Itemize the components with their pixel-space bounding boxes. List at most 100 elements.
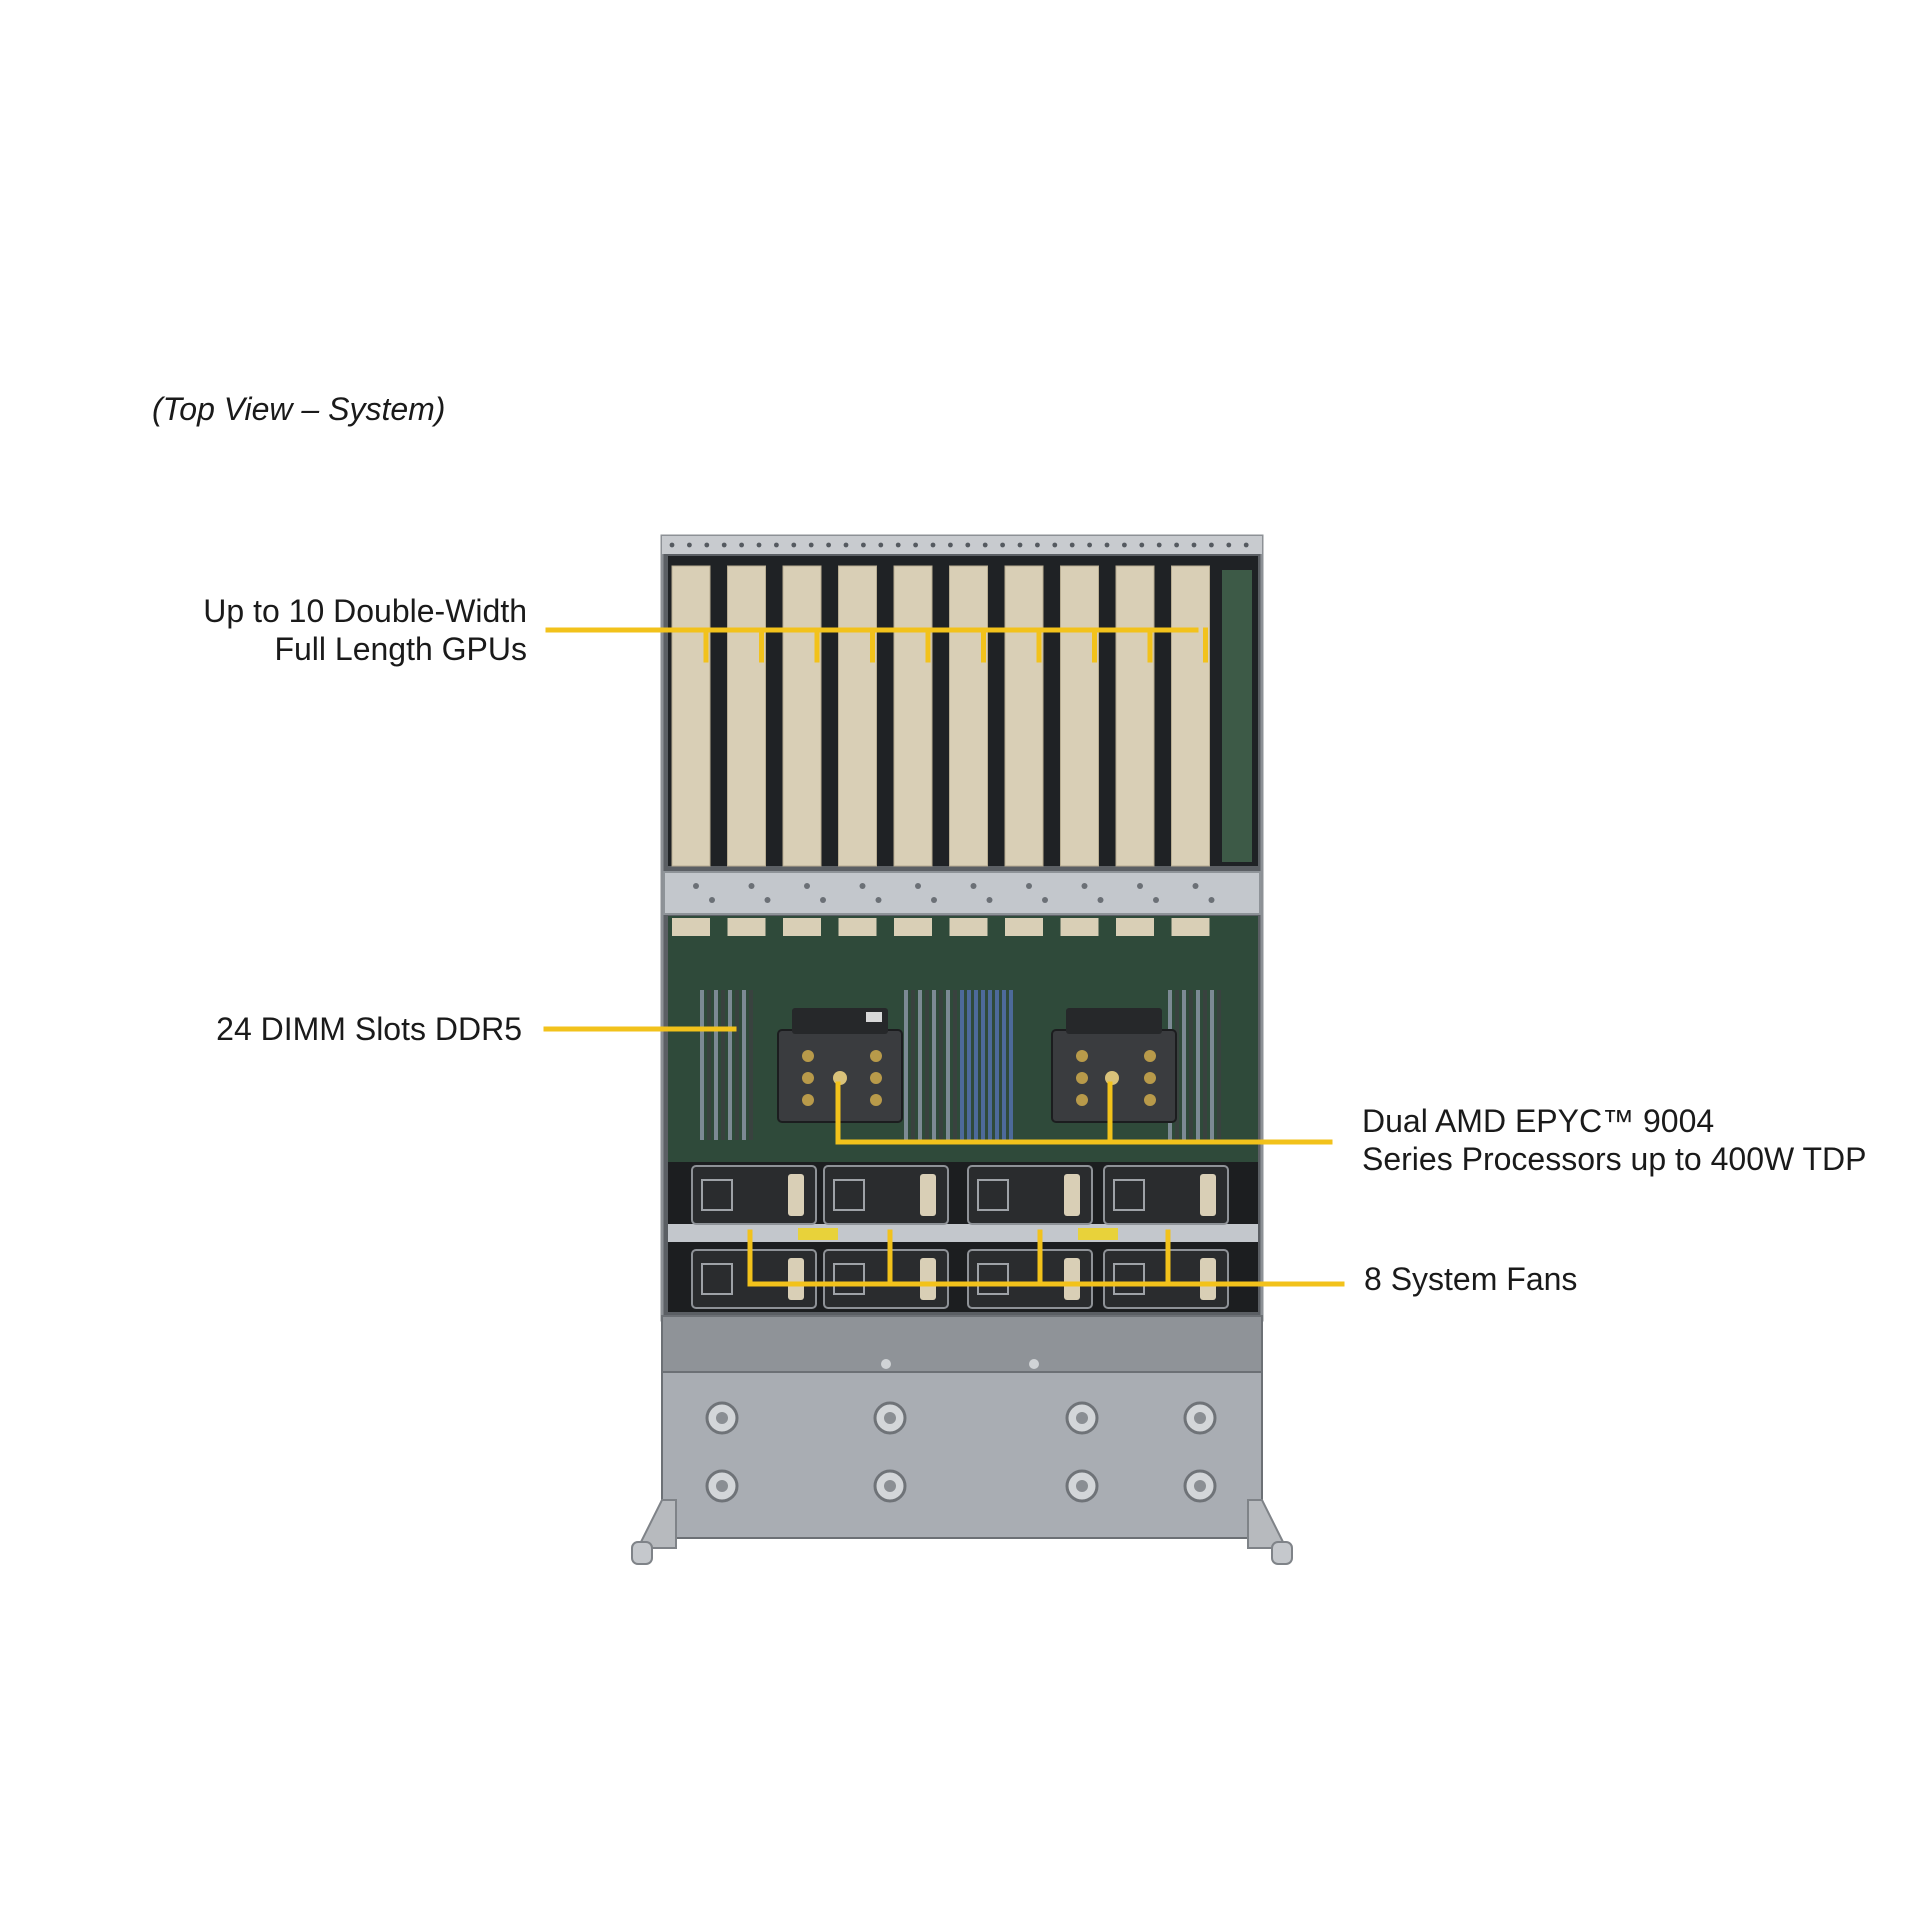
fan-latch-1	[788, 1174, 804, 1216]
fan-latch-2	[920, 1174, 936, 1216]
dimm-slot-1-8	[749, 990, 753, 1140]
callout-gpus-line-2: Full Length GPUs	[274, 631, 527, 667]
rail-hole-22	[1035, 542, 1040, 548]
chassis	[631, 534, 1293, 1565]
dimm-slot-3-8	[1217, 990, 1221, 1140]
fan-label-right	[1078, 1228, 1118, 1240]
rail-hole-20	[1000, 542, 1005, 548]
thumbscrew-center-8	[1194, 1480, 1206, 1492]
gpu-card-end-9	[1116, 918, 1154, 936]
gpu-card-2	[727, 565, 766, 867]
fan-latch-3	[1064, 1174, 1080, 1216]
gpu-card-3	[782, 565, 822, 867]
crossbar-hole-b-3	[820, 897, 826, 903]
crossbar-hole-a-4	[859, 883, 866, 889]
dimm-slot-2-4	[925, 990, 929, 1140]
fan-handle-2	[833, 1179, 865, 1211]
rail-hole-33	[1226, 542, 1232, 548]
dimm-slot-mid-4	[981, 990, 985, 1140]
rail-hole-6	[756, 542, 762, 548]
fan-latch-4	[1200, 1174, 1216, 1216]
dimm-slot-mid-1	[960, 990, 964, 1140]
crossbar-hole-a-10	[1192, 883, 1199, 889]
dimm-slot-mid-3	[974, 990, 978, 1140]
callout-gpus: Up to 10 Double-Width Full Length GPUs	[203, 593, 1208, 667]
dimm-banks	[700, 990, 1221, 1140]
gpu-crossbar	[663, 871, 1261, 915]
callout-cpus-line-1: Dual AMD EPYC™ 9004	[1362, 1103, 1714, 1139]
crossbar-hole-a-9	[1137, 883, 1143, 889]
cpu-heatsink-1	[777, 1008, 903, 1123]
crossbar-hole-b-6	[986, 897, 993, 903]
callout-dimms: 24 DIMM Slots DDR5	[216, 1011, 737, 1047]
dimm-slot-1-4	[721, 990, 725, 1140]
fan-latch-6	[920, 1258, 936, 1300]
dimm-slot-3-5	[1196, 990, 1200, 1140]
front-panel-thumbscrews	[705, 1401, 1217, 1503]
rail-hole-1	[669, 542, 675, 548]
view-label: (Top View – System)	[152, 391, 445, 427]
crossbar-hole-a-1	[693, 883, 699, 889]
dimm-slot-3-7	[1210, 990, 1214, 1140]
dimm-slot-mid-2	[967, 990, 971, 1140]
fan-label-left	[798, 1228, 838, 1240]
thumbscrew-center-1	[716, 1412, 728, 1424]
fan-handle-5	[701, 1263, 733, 1295]
gpu-card-end-1	[672, 918, 710, 936]
rail-hole-29	[1156, 542, 1162, 548]
rail-hole-28	[1139, 542, 1145, 548]
fan-handle-6	[833, 1263, 865, 1295]
dimm-slot-2-3	[918, 990, 922, 1140]
gpu-card-end-4	[838, 918, 877, 936]
dimm-slot-2-2	[911, 990, 915, 1140]
gpu-card-5	[893, 565, 933, 867]
crossbar-hole-a-8	[1081, 883, 1088, 889]
rail-hole-19	[982, 542, 988, 548]
dimm-slot-1-6	[735, 990, 739, 1140]
dimm-slot-3-4	[1189, 990, 1193, 1140]
thumbscrew-center-2	[884, 1412, 896, 1424]
gpu-card-10	[1171, 565, 1210, 867]
rail-hole-30	[1174, 542, 1179, 548]
dimm-slot-mid-6	[995, 990, 999, 1140]
gpu-card-ends	[672, 918, 1210, 936]
callout-fans-label: 8 System Fans	[1364, 1261, 1577, 1297]
leader-fans-main	[747, 1229, 1345, 1287]
crossbar-hole-b-5	[931, 897, 937, 903]
leader-gpus-ticks	[703, 627, 1208, 663]
rail-hole-16	[930, 542, 936, 548]
thumbscrew-center-6	[884, 1480, 896, 1492]
rail-hole-11	[843, 542, 849, 548]
crossbar-hole-a-5	[915, 883, 921, 889]
rail-hole-14	[895, 542, 901, 548]
leader-cpu-1	[835, 1081, 1333, 1145]
fan-latch-5	[788, 1258, 804, 1300]
gpu-card-end-10	[1171, 918, 1210, 936]
dimm-slot-2-6	[939, 990, 943, 1140]
gpu-card-8	[1060, 565, 1099, 867]
dimm-slot-1-2	[707, 990, 711, 1140]
rail-hole-27	[1122, 542, 1127, 548]
thumbscrew-center-4	[1194, 1412, 1206, 1424]
front-screw-1	[881, 1359, 891, 1369]
rack-handle-right	[1247, 1499, 1293, 1565]
crossbar-hole-a-6	[970, 883, 977, 889]
rail-hole-12	[861, 542, 866, 548]
rail-hole-18	[965, 542, 971, 548]
fan-latch-7	[1064, 1258, 1080, 1300]
gpu-card-end-5	[894, 918, 932, 936]
front-screw-2	[1029, 1359, 1039, 1369]
crossbar-hole-b-2	[764, 897, 771, 903]
dimm-slot-mid-5	[988, 990, 992, 1140]
gpu-card-1	[671, 565, 711, 867]
crossbar-hole-b-4	[875, 897, 882, 903]
dimm-slot-2-8	[953, 990, 957, 1140]
dimm-slot-2-1	[904, 990, 908, 1140]
thumbscrew-center-5	[716, 1480, 728, 1492]
dimm-slot-mid-8	[1009, 990, 1013, 1140]
dimm-slot-3-3	[1182, 990, 1186, 1140]
callout-cpus-line-2: Series Processors up to 400W TDP	[1362, 1141, 1867, 1177]
crossbar-hole-b-7	[1042, 897, 1048, 903]
rail-hole-24	[1069, 542, 1075, 548]
